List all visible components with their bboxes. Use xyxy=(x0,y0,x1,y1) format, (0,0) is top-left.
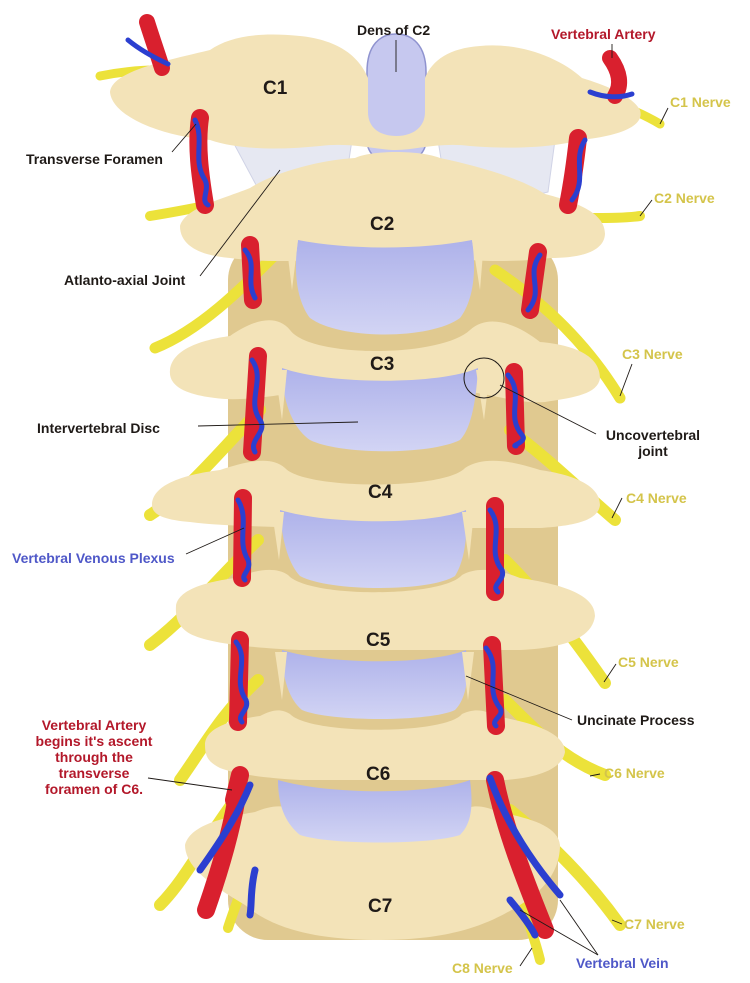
vertebral-vein-top-right xyxy=(587,89,635,100)
disc-c5-c6 xyxy=(282,650,468,719)
vertebra-label-c3: C3 xyxy=(370,354,395,375)
label-dens: Dens of C2 xyxy=(357,22,431,38)
leader-lines xyxy=(147,40,669,967)
vertebral-vein-left xyxy=(233,247,265,725)
vertebral-vessels xyxy=(125,14,635,939)
disc-c4-c5 xyxy=(280,510,467,588)
uncinate-process xyxy=(275,370,287,420)
leader-vertebral-vein-2 xyxy=(519,909,599,956)
vertebral-vein-top-left xyxy=(125,37,171,67)
uncinate-process xyxy=(275,652,287,700)
label-vertebral-venous-plexus: Vertebral Venous Plexus xyxy=(12,550,175,566)
leader-uncinate xyxy=(465,675,573,721)
uncinate-process xyxy=(472,240,484,290)
label-ascent-line5: foramen of C6. xyxy=(44,781,143,797)
uncinate-processes xyxy=(272,240,490,700)
leader-c6-nerve xyxy=(589,773,601,777)
vertebra-label-c7: C7 xyxy=(368,896,393,917)
uncovertebral-joint-marker xyxy=(463,357,505,399)
vertebral-artery-right-upper xyxy=(559,129,587,214)
label-c8-nerve: C8 Nerve xyxy=(452,960,513,976)
label-c3-nerve: C3 Nerve xyxy=(622,346,683,362)
vertebra-c6-body xyxy=(205,710,565,780)
label-uncovertebral-joint: Uncovertebral joint xyxy=(598,427,708,459)
leader-c5-nerve xyxy=(603,663,617,683)
uncinate-process xyxy=(462,512,474,560)
vertebra-c2-body xyxy=(180,152,605,261)
label-atlanto-axial-joint: Atlanto-axial Joint xyxy=(64,272,186,288)
label-ascent-line4: transverse xyxy=(58,765,130,781)
vertebral-artery-top-right xyxy=(602,50,628,104)
disc-c6-c7 xyxy=(278,780,472,843)
disc-c2-c3 xyxy=(295,240,475,335)
vertebra-c1-body xyxy=(110,34,641,150)
label-c6-nerve: C6 Nerve xyxy=(604,765,665,781)
vertebra-label-c2: C2 xyxy=(370,214,395,235)
c3-nerve-right xyxy=(489,264,626,404)
vertebral-vein-bottom-right-2 xyxy=(506,896,539,939)
label-uncovertebral-line2: joint xyxy=(638,443,668,459)
label-c5-nerve: C5 Nerve xyxy=(618,654,679,670)
c3-nerve-left xyxy=(149,249,281,354)
vertebral-vein-right-upper xyxy=(569,137,588,203)
label-ascent-line3: through the xyxy=(55,749,133,765)
vertebra-c7-body xyxy=(185,806,560,940)
leader-c3-nerve xyxy=(619,363,633,397)
leader-venous-plexus xyxy=(185,527,245,555)
label-vertebral-vein: Vertebral Vein xyxy=(576,955,669,971)
label-c4-nerve: C4 Nerve xyxy=(626,490,687,506)
vertebra-label-c6: C6 xyxy=(366,764,391,785)
label-c7-nerve: C7 Nerve xyxy=(624,916,685,932)
label-artery-ascent: Vertebral Artery begins it's ascent thro… xyxy=(24,717,164,797)
leader-c8-nerve xyxy=(519,947,533,967)
vertebral-vein-bottom-left-2 xyxy=(246,866,259,919)
leader-c7-nerve xyxy=(611,919,623,925)
uncinate-process xyxy=(462,652,474,700)
vertebral-artery-top-left xyxy=(139,14,170,76)
vertebral-artery-bottom-left xyxy=(197,781,247,919)
label-vertebral-artery-top: Vertebral Artery xyxy=(551,26,656,42)
label-ascent-line1: Vertebral Artery xyxy=(41,717,147,733)
label-uncinate-process: Uncinate Process xyxy=(577,712,695,728)
leader-uncovertebral xyxy=(499,384,597,435)
leader-c1-nerve xyxy=(659,107,669,125)
vertebra-label-c1: C1 xyxy=(263,78,288,99)
intervertebral-discs xyxy=(278,240,478,843)
vertebral-vein-bottom-right xyxy=(486,774,564,899)
vertebral-vein-right xyxy=(483,252,543,729)
disc-c3-c4 xyxy=(282,368,478,452)
vertebral-vein-bottom-left xyxy=(196,781,254,874)
leader-atlanto-axial xyxy=(199,169,281,277)
uncinate-process xyxy=(476,370,490,420)
uncinate-process xyxy=(272,512,284,560)
leader-transverse-foramen xyxy=(171,123,197,153)
vertebral-vein-left-upper xyxy=(192,117,211,208)
leader-c2-nerve xyxy=(639,199,653,217)
label-uncovertebral-line1: Uncovertebral xyxy=(605,427,701,443)
label-c2-nerve: C2 Nerve xyxy=(654,190,715,206)
uncinate-process xyxy=(286,240,298,290)
leader-ascent xyxy=(147,777,233,791)
label-c1-nerve: C1 Nerve xyxy=(670,94,731,110)
vertebra-label-c4: C4 xyxy=(368,482,393,503)
vertebrae-c3-c7 xyxy=(152,320,600,940)
label-ascent-line2: begins it's ascent xyxy=(35,733,153,749)
leader-c4-nerve xyxy=(611,497,623,519)
vertebra-label-c5: C5 xyxy=(366,630,391,651)
label-transverse-foramen: Transverse Foramen xyxy=(26,151,163,167)
leader-vertebral-vein-1 xyxy=(559,899,599,956)
label-intervertebral-disc: Intervertebral Disc xyxy=(37,420,160,436)
leader-intervertebral-disc xyxy=(197,421,359,427)
